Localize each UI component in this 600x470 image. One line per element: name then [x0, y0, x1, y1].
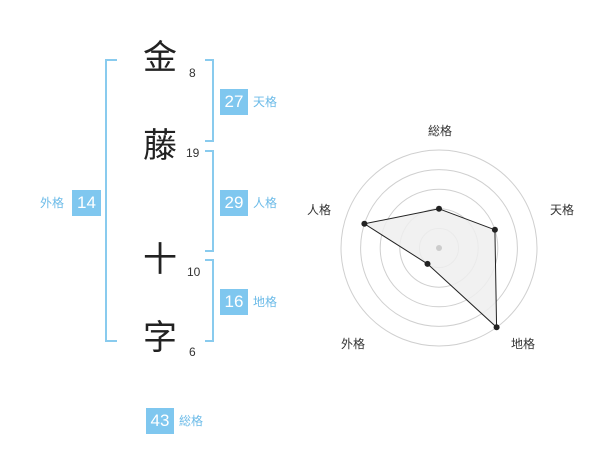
- soukaku-label: 総格: [179, 414, 204, 428]
- radar-center-dot: [436, 245, 442, 251]
- radar-ring-4: [360, 169, 518, 327]
- stroke-count-2: 19: [186, 146, 200, 160]
- radar-axis-label-tenkaku: 天格: [550, 203, 575, 217]
- stroke-count-3: 10: [187, 265, 201, 279]
- radar-point-3: [493, 324, 500, 331]
- name-char-3: 十: [143, 240, 177, 280]
- radar-point-1: [436, 205, 442, 212]
- chikaku-bracket: [205, 259, 214, 342]
- radar-ring-3: [379, 188, 499, 308]
- jinkaku-bracket: [205, 150, 214, 252]
- tenkaku-label: 天格: [253, 95, 278, 109]
- radar-axis-label-soukaku: 総格: [428, 124, 453, 138]
- tenkaku-value: 27: [220, 89, 248, 115]
- radar-point-2: [491, 226, 498, 233]
- name-char-2: 藤: [143, 126, 177, 166]
- soukaku-value: 43: [146, 408, 174, 434]
- gaikaku-bracket: [105, 59, 117, 342]
- radar-axis-label-chikaku: 地格: [511, 337, 536, 351]
- jinkaku-label: 人格: [253, 196, 278, 210]
- radar-axis-label-gaikaku: 外格: [341, 337, 366, 351]
- jinkaku-value: 29: [220, 190, 248, 216]
- name-char-4: 字: [143, 318, 177, 358]
- radar-point-5: [361, 220, 368, 227]
- gaikaku-label: 外格: [40, 196, 65, 210]
- chikaku-label: 地格: [253, 295, 278, 309]
- chikaku-value: 16: [220, 289, 248, 315]
- radar-point-4: [424, 260, 431, 267]
- tenkaku-bracket: [205, 59, 214, 142]
- name-char-1: 金: [143, 38, 177, 78]
- radar-ring-5: [340, 149, 538, 347]
- radar-axis-label-jinkaku: 人格: [307, 203, 332, 217]
- gaikaku-value: 14: [72, 190, 101, 216]
- stroke-count-4: 6: [189, 345, 196, 359]
- stroke-count-1: 8: [189, 66, 196, 80]
- radar-chart: [340, 149, 538, 347]
- radar-area: [363, 208, 498, 329]
